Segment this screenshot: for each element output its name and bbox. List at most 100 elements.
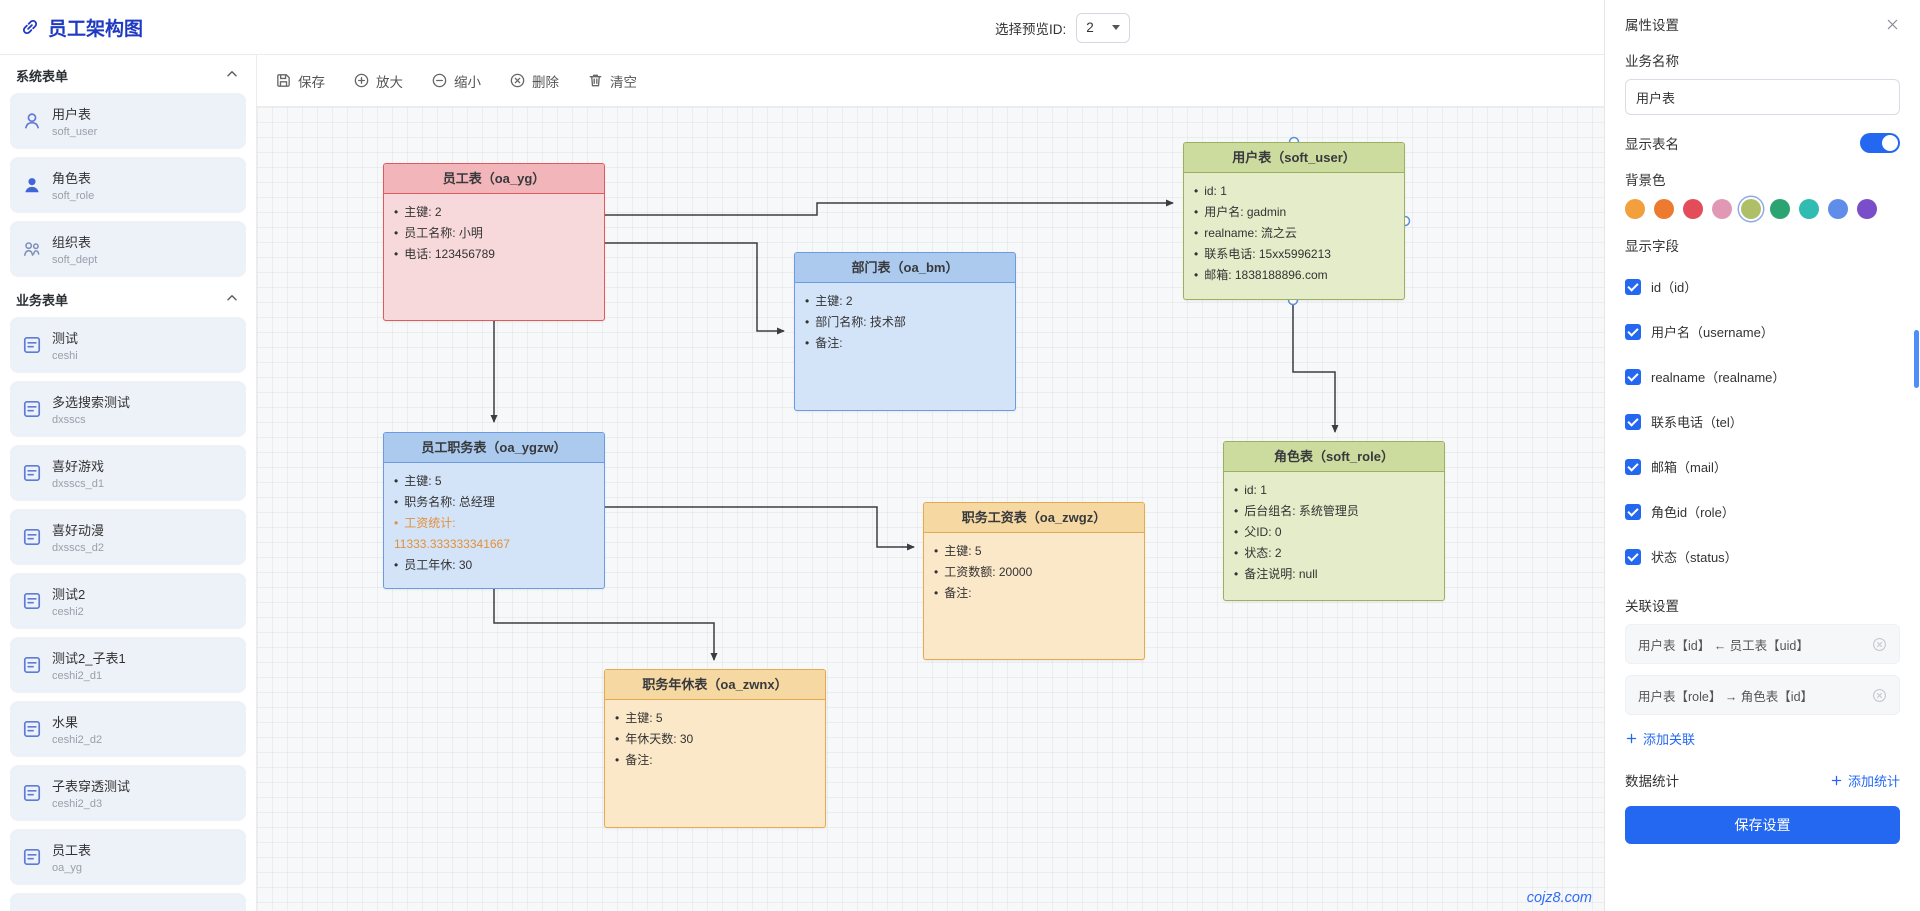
watermark: cojz8.com [1526,890,1592,906]
zoom-in-label: 放大 [376,74,403,90]
diagram-canvas[interactable]: 员工表（oa_yg） 主键: 2 员工名称: 小明 电话: 123456789 … [257,107,1604,911]
node-soft_role[interactable]: 角色表（soft_role） id: 1 后台组名: 系统管理员 父ID: 0 … [1223,441,1445,601]
save-settings-button[interactable]: 保存设置 [1625,806,1900,844]
org-icon [22,239,42,259]
field-label: 邮箱（mail） [1651,460,1727,475]
business-name-label: 业务名称 [1625,54,1679,69]
sidebar-item-ceshi[interactable]: 测试 ceshi [10,317,246,373]
node-soft_user[interactable]: 用户表（soft_user） id: 1 用户名: gadmin realnam… [1183,142,1405,300]
node-body: 主键: 2 部门名称: 技术部 备注: [795,283,1015,362]
clear-button[interactable]: 清空 [587,71,637,91]
sidebar-item-dxsscs_d2[interactable]: 喜好动漫 dxsscs_d2 [10,509,246,565]
item-name: 角色表 [52,171,92,186]
role-icon [22,175,42,195]
color-swatch-5[interactable] [1770,199,1790,219]
node-body: 主键: 5 职务名称: 总经理 工资统计: 11333.333333341667… [384,463,604,584]
checkbox-role[interactable] [1625,503,1641,520]
node-oa_yg[interactable]: 员工表（oa_yg） 主键: 2 员工名称: 小明 电话: 123456789 [383,163,605,321]
field-row-username: 用户名（username） [1625,309,1900,354]
stats-label: 数据统计 [1625,774,1679,789]
sidebar-item-partial[interactable] [10,893,246,911]
sidebar-item-soft_dept[interactable]: 组织表 soft_dept [10,221,246,277]
card-text: 多选搜索测试 dxsscs [52,392,130,426]
remove-relation-icon[interactable] [1872,688,1887,703]
sidebar-item-dxsscs[interactable]: 多选搜索测试 dxsscs [10,381,246,437]
panel-scrollbar[interactable] [1914,330,1919,388]
node-field: 用户名: gadmin [1194,202,1394,223]
sidebar-section-system[interactable]: 系统表单 [0,57,256,93]
node-oa_zwnx[interactable]: 职务年休表（oa_zwnx） 主键: 5 年休天数: 30 备注: [604,669,826,828]
sidebar-item-ceshi2_d2[interactable]: 水果 ceshi2_d2 [10,701,246,757]
node-title: 角色表（soft_role） [1224,442,1444,472]
business-name-input[interactable] [1625,79,1900,115]
zoom-out-button[interactable]: 缩小 [431,71,481,91]
close-icon[interactable] [1885,17,1900,32]
color-swatch-1[interactable] [1654,199,1674,219]
sidebar-item-ceshi2_d3[interactable]: 子表穿透测试 ceshi2_d3 [10,765,246,821]
checkbox-tel[interactable] [1625,413,1641,430]
trash-icon [587,72,604,89]
remove-relation-icon[interactable] [1872,637,1887,652]
zoom-in-button[interactable]: 放大 [353,71,403,91]
node-field: 主键: 5 [615,708,815,729]
preview-id-group: 选择预览ID: 2 [995,0,1131,55]
form-icon [22,527,42,547]
color-swatch-3[interactable] [1712,199,1732,219]
add-stats-link[interactable]: 添加统计 [1830,771,1900,790]
add-relation-link[interactable]: 添加关联 [1625,729,1695,748]
item-name: 测试 [52,331,79,346]
node-field: 后台组名: 系统管理员 [1234,501,1434,522]
node-field-highlight: 11333.333333341667 [394,537,510,551]
sidebar: 系统表单 用户表 soft_user 角色表 [0,55,257,911]
checkbox-id[interactable] [1625,278,1641,295]
add-stats-label: 添加统计 [1847,773,1900,789]
node-field: realname: 流之云 [1194,223,1394,244]
form-icon [22,399,42,419]
sidebar-item-oa_yg[interactable]: 员工表 oa_yg [10,829,246,885]
sidebar-item-ceshi2[interactable]: 测试2 ceshi2 [10,573,246,629]
color-swatch-4-selected[interactable] [1741,199,1761,219]
sidebar-item-dxsscs_d1[interactable]: 喜好游戏 dxsscs_d1 [10,445,246,501]
sidebar-item-ceshi2_d1[interactable]: 测试2_子表1 ceshi2_d1 [10,637,246,693]
zoom-in-icon [353,72,370,89]
color-swatch-6[interactable] [1799,199,1819,219]
node-oa_zwgz[interactable]: 职务工资表（oa_zwgz） 主键: 5 工资数额: 20000 备注: [923,502,1145,660]
field-row-id: id（id） [1625,264,1900,309]
business-cards: 测试 ceshi 多选搜索测试 dxsscs [0,317,256,911]
preview-id-select[interactable]: 2 [1076,12,1131,43]
system-cards: 用户表 soft_user 角色表 soft_role [0,93,256,277]
color-swatch-8[interactable] [1857,199,1877,219]
show-table-toggle[interactable] [1860,133,1900,153]
save-button[interactable]: 保存 [275,71,325,91]
node-field: id: 1 [1234,480,1434,501]
sidebar-section-business[interactable]: 业务表单 [0,281,256,317]
node-body: id: 1 用户名: gadmin realname: 流之云 联系电话: 15… [1184,173,1404,294]
item-name: 员工表 [52,843,92,858]
delete-button[interactable]: 删除 [509,71,559,91]
node-title: 职务年休表（oa_zwnx） [605,670,825,700]
checkbox-mail[interactable] [1625,458,1641,475]
color-swatch-0[interactable] [1625,199,1645,219]
show-fields-label: 显示字段 [1625,239,1679,254]
form-icon [22,719,42,739]
form-icon [22,783,42,803]
node-oa_ygzw[interactable]: 员工职务表（oa_ygzw） 主键: 5 职务名称: 总经理 工资统计: 113… [383,432,605,589]
field-row-realname: realname（realname） [1625,354,1900,399]
card-text: 喜好游戏 dxsscs_d1 [52,456,104,490]
node-title: 用户表（soft_user） [1184,143,1404,173]
node-field: id: 1 [1194,181,1394,202]
bg-color-label: 背景色 [1625,173,1666,188]
form-icon [22,847,42,867]
edge-ygzw-to-zwgz [605,506,915,551]
checkbox-username[interactable] [1625,323,1641,340]
card-text: 员工表 oa_yg [52,840,91,874]
sidebar-item-soft_user[interactable]: 用户表 soft_user [10,93,246,149]
node-oa_bm[interactable]: 部门表（oa_bm） 主键: 2 部门名称: 技术部 备注: [794,252,1016,411]
sidebar-item-soft_role[interactable]: 角色表 soft_role [10,157,246,213]
checkbox-realname[interactable] [1625,368,1641,385]
checkbox-status[interactable] [1625,548,1641,565]
color-swatch-7[interactable] [1828,199,1848,219]
field-label: 用户名（username） [1651,325,1774,340]
color-swatch-2[interactable] [1683,199,1703,219]
